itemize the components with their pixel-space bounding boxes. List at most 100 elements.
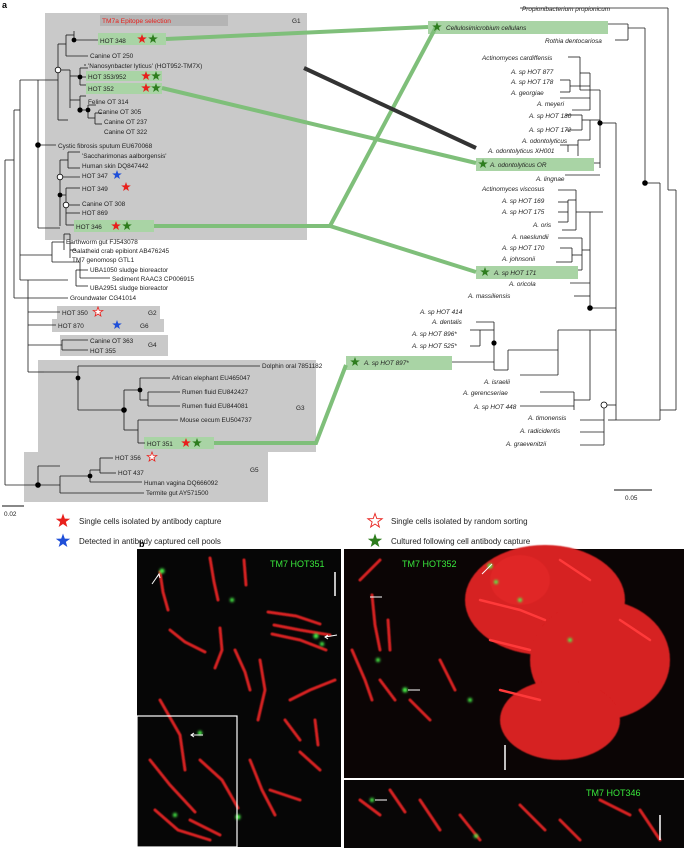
leaf-timonensis: A. timonensis: [527, 415, 567, 422]
leaf-oris: A. oris: [532, 222, 552, 229]
leaf-dolphin: Dolphin oral 7851182: [262, 363, 323, 370]
legend-red-text: Single cells isolated by antibody captur…: [79, 517, 222, 526]
connector-tm7x: [303, 66, 477, 150]
leaf-viscosus: Actinomyces viscosus: [481, 186, 545, 193]
leaf-odonto: A. odontolyticus: [521, 138, 568, 145]
leaf-cellulosi: Cellulosimicrobium cellulans: [446, 25, 527, 32]
leaf-hot870: HOT 870: [58, 323, 84, 330]
micro-label-hot346: TM7 HOT346: [586, 788, 641, 798]
leaf-georgiae: A. georgiae: [510, 90, 544, 97]
leaf-hot877: A. sp HOT 877: [510, 69, 554, 76]
micro-label-hot352: TM7 HOT352: [402, 559, 457, 569]
group-label-g4: G4: [148, 342, 157, 349]
left-tree-labels: TM7a Epitope selection G1 HOT 348 Canine…: [58, 18, 323, 497]
connector-352: [161, 86, 477, 165]
leaf-cystic: Cystic fibrosis sputum EU670068: [58, 143, 153, 150]
leaf-hot348: HOT 348: [100, 38, 126, 45]
leaf-graevenitzii: A. graevenitzii: [505, 441, 547, 448]
leaf-hot349: HOT 349: [82, 186, 108, 193]
leaf-johnsonii: A. johnsonii: [501, 256, 536, 263]
highlight-hot348: [98, 33, 166, 45]
leaf-odontoor: A. odontolyticus OR: [489, 162, 547, 169]
leaf-feline314: Feline OT 314: [88, 99, 129, 106]
selection-label: TM7a Epitope selection: [102, 18, 171, 25]
leaf-hot356: HOT 356: [115, 455, 141, 462]
leaf-radicidentis: A. radicidentis: [519, 428, 561, 435]
leaf-hot525: A. sp HOT 525*: [411, 343, 457, 350]
leaf-termite: Termite gut AY571500: [146, 490, 209, 497]
micro-label-hot351: TM7 HOT351: [270, 559, 325, 569]
leaf-canine308: Canine OT 308: [82, 201, 126, 208]
micro-cluster: [465, 545, 670, 760]
leaf-hot178: A. sp HOT 178: [510, 79, 554, 86]
highlight-hot171: [476, 266, 578, 279]
selection-box: [100, 15, 228, 26]
leaf-mouse: Mouse cecum EU504737: [180, 417, 252, 424]
leaf-hot180: A. sp HOT 180: [528, 113, 572, 120]
group-label-g5: G5: [250, 467, 259, 474]
leaf-hot350: HOT 350: [62, 310, 88, 317]
leaf-hot351: HOT 351: [147, 441, 173, 448]
group-box-g6: [52, 319, 164, 332]
leaf-hot896: A. sp HOT 896*: [411, 331, 457, 338]
panel-b-label: b: [139, 539, 145, 549]
right-tree-nodes: [491, 120, 648, 409]
connector-346b: [328, 26, 438, 227]
leaf-hot414: A. sp HOT 414: [419, 309, 463, 316]
panel-a-label: a: [2, 0, 8, 10]
leaf-rothia: Rothia dentocariosa: [545, 38, 602, 45]
leaf-hot352: HOT 352: [88, 86, 114, 93]
leaf-hot171: A. sp HOT 171: [493, 270, 537, 277]
leaf-lingnae: A. lingnae: [535, 176, 565, 183]
group-box-g1: [45, 13, 307, 240]
group-box-g2: [57, 306, 160, 319]
legend-green-text: Cultured following cell antibody capture: [391, 537, 531, 546]
leaf-hot448: A. sp HOT 448: [473, 404, 517, 411]
leaf-canine237: Canine OT 237: [104, 119, 148, 126]
leaf-vagina: Human vagina DQ666092: [144, 480, 218, 487]
legend-blue-star-icon: [55, 533, 71, 547]
leaf-odontoxh: A. odontolyticus XH001: [487, 148, 555, 155]
leaf-gtl1: TM7 genomosp GTL1: [72, 257, 135, 264]
micrograph-hot346: TM7 HOT346: [344, 780, 684, 848]
left-scale-label: 0.02: [4, 511, 17, 518]
micrograph-hot352: TM7 HOT352: [344, 545, 684, 778]
group-box-g5: [24, 452, 268, 502]
leaf-meyeri: A. meyeri: [536, 101, 565, 108]
highlight-hot897: [346, 356, 452, 370]
connector-346c: [329, 224, 477, 274]
right-scale-label: 0.05: [625, 495, 638, 502]
highlight-odontolyticus-or: [476, 158, 594, 171]
legend-open-star-icon: [367, 512, 383, 528]
leaf-hot346: HOT 346: [76, 224, 102, 231]
leaf-dentalis: A. dentalis: [431, 319, 463, 326]
leaf-cardiff: Actinomyces cardiffensis: [481, 55, 553, 62]
right-tree-labels: Propionibacterium propionicum Cellulosim…: [363, 6, 611, 448]
group-label-g2: G2: [148, 310, 157, 317]
leaf-humanskin: Human skin DQ847442: [82, 163, 149, 170]
leaf-groundwater: Groundwater CG41014: [70, 295, 137, 302]
group-label-g3: G3: [296, 405, 305, 412]
leaf-massiliensis: A. massiliensis: [467, 293, 511, 300]
highlight-hot352: [86, 83, 162, 94]
right-tree-branches: [452, 7, 677, 446]
leaf-hot355: HOT 355: [90, 348, 116, 355]
leaf-hot353: HOT 353/952: [88, 74, 127, 81]
connector-348: [165, 25, 429, 41]
legend: Single cells isolated by antibody captur…: [55, 512, 531, 547]
leaf-canine363: Canine OT 363: [90, 338, 134, 345]
legend-green-star-icon: [367, 533, 383, 547]
leaf-rumen1: Rumen fluid EU842427: [182, 389, 249, 396]
highlight-hot353: [86, 71, 162, 81]
leaf-oricola: A. oricola: [508, 281, 536, 288]
micrograph-hot351: TM7 HOT351: [136, 549, 341, 848]
leaf-hot347: HOT 347: [82, 173, 108, 180]
leaf-hot897: A. sp HOT 897*: [363, 360, 409, 367]
highlight-cellulosimicrobium: [428, 21, 608, 34]
leaf-hot172: A. sp HOT 172: [528, 127, 572, 134]
leaf-propioni: Propionibacterium propionicum: [522, 6, 611, 13]
leaf-israelii: A. israelii: [483, 379, 511, 386]
group-label-g1: G1: [292, 18, 301, 25]
leaf-hot169: A. sp HOT 169: [501, 198, 545, 205]
